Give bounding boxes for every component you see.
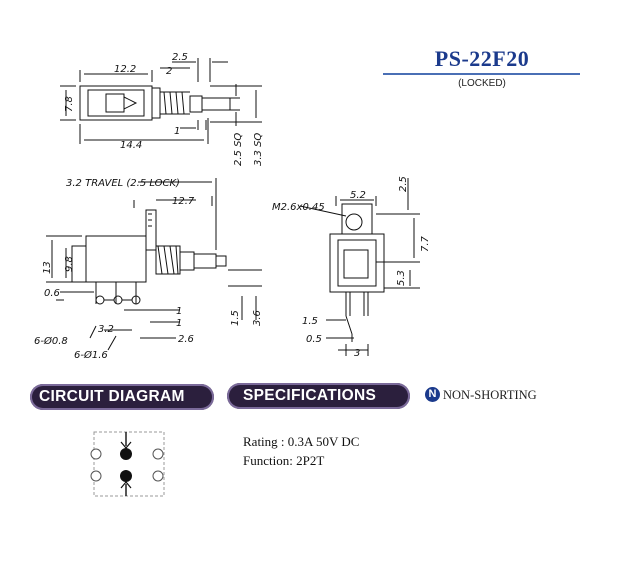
dim-14-4: 14.4 [120, 140, 142, 151]
circuit-node-open [90, 448, 102, 460]
hole-large-spec: 6-Ø1.6 [74, 349, 108, 361]
dim-2-5-front: 2.5 [398, 176, 409, 192]
dim-3-6: 3.6 [252, 310, 263, 326]
dim-5-3: 5.3 [396, 270, 407, 286]
front-view [299, 178, 420, 356]
circuit-node-open [152, 470, 164, 482]
dim-1-side-a: 1 [176, 306, 182, 317]
part-subtitle: (LOCKED) [458, 78, 506, 89]
circuit-node-common [120, 470, 132, 482]
dim-2-5-top: 2.5 [172, 52, 188, 63]
part-title: PS-22F20 [434, 46, 530, 71]
non-shorting-label: NON-SHORTING [443, 388, 537, 402]
dim-2: 2 [166, 66, 172, 77]
travel-note: 3.2 TRAVEL (2.5 LOCK) [66, 178, 180, 189]
dim-12-2: 12.2 [114, 64, 136, 75]
dim-3-2: 3.2 [98, 324, 114, 335]
dim-13: 13 [42, 261, 53, 274]
circuit-node-open [90, 470, 102, 482]
dim-2-5-sq: 2.5 SQ [233, 133, 244, 166]
hole-small-spec: 6-Ø0.8 [34, 335, 68, 347]
dim-3: 3 [354, 348, 360, 359]
side-view [46, 178, 262, 351]
circuit-diagram-label: CIRCUIT DIAGRAM [39, 388, 185, 405]
circuit-node-open [152, 448, 164, 460]
circuit-node-common [120, 448, 132, 460]
dim-9-8: 9.8 [64, 256, 75, 272]
dim-1-5-side: 1.5 [230, 310, 241, 326]
circuit-schematic [90, 431, 165, 497]
title-divider [383, 73, 580, 75]
dim-1-side-b: 1 [176, 318, 182, 329]
non-shorting-glyph: N [428, 388, 437, 400]
circuit-diagram-heading: CIRCUIT DIAGRAM [30, 384, 214, 410]
non-shorting-icon: N [425, 387, 440, 402]
spec-rating: Rating : 0.3A 50V DC [243, 434, 360, 449]
specifications-label: SPECIFICATIONS [243, 387, 377, 404]
dim-7-8: 7.8 [64, 96, 75, 112]
dim-0-6: 0.6 [44, 288, 60, 299]
dim-7-7: 7.7 [420, 235, 431, 252]
spec-function: Function: 2P2T [243, 453, 325, 468]
thread-spec: M2.6x0.45 [272, 202, 325, 213]
top-view [60, 58, 262, 144]
dim-1-5-front: 1.5 [302, 316, 318, 327]
dim-0-5: 0.5 [306, 334, 322, 345]
specifications-heading: SPECIFICATIONS [227, 383, 410, 409]
dim-12-7: 12.7 [172, 196, 195, 207]
dim-1-top: 1 [174, 126, 180, 137]
dim-5-2: 5.2 [350, 190, 366, 201]
dim-2-6: 2.6 [178, 334, 194, 345]
dim-3-3-sq: 3.3 SQ [253, 133, 264, 166]
